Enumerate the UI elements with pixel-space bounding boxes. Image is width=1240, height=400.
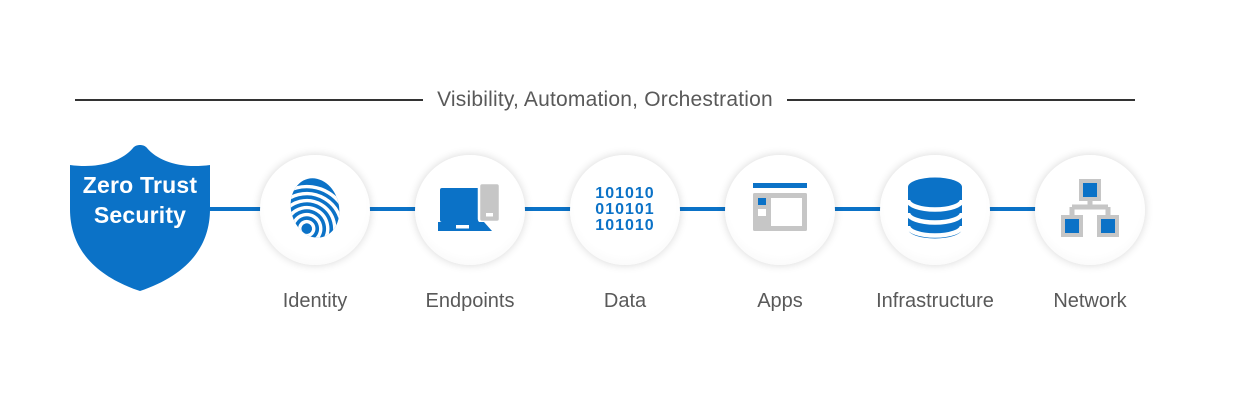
label-identity: Identity	[282, 290, 348, 312]
binary-line-2: 010101	[595, 201, 655, 218]
shield-title: Zero Trust Security	[68, 170, 212, 230]
shield-title-line1: Zero Trust	[82, 172, 198, 198]
label-network: Network	[1053, 290, 1127, 312]
node-endpoints: Endpoints	[415, 155, 525, 312]
divider-line-left	[75, 99, 424, 101]
top-divider: Visibility, Automation, Orchestration	[75, 88, 1135, 112]
node-apps: Apps	[725, 155, 835, 312]
network-topology-icon	[1061, 178, 1119, 242]
node-data: 101010 010101 101010 Data	[570, 155, 680, 312]
network-circle	[1035, 155, 1145, 265]
label-infrastructure: Infrastructure	[876, 290, 994, 312]
infrastructure-circle	[880, 155, 990, 265]
shield-title-line2: Security	[93, 202, 187, 228]
zero-trust-shield: Zero Trust Security	[68, 137, 212, 293]
node-infrastructure: Infrastructure	[876, 155, 994, 312]
app-window-icon	[750, 182, 810, 238]
data-circle: 101010 010101 101010	[570, 155, 680, 265]
label-apps: Apps	[757, 290, 803, 312]
divider-title: Visibility, Automation, Orchestration	[437, 88, 773, 111]
node-network: Network	[1035, 155, 1145, 312]
node-identity: Identity	[260, 155, 370, 312]
database-icon	[905, 177, 965, 244]
apps-circle	[725, 155, 835, 265]
identity-circle	[260, 155, 370, 265]
fingerprint-icon	[284, 176, 346, 245]
devices-icon	[438, 181, 502, 239]
label-endpoints: Endpoints	[425, 290, 515, 312]
binary-line-3: 101010	[595, 217, 655, 234]
binary-code-icon: 101010 010101 101010	[595, 186, 654, 234]
binary-line-1: 101010	[595, 185, 655, 202]
label-data: Data	[603, 290, 647, 312]
endpoints-circle	[415, 155, 525, 265]
divider-line-right	[786, 99, 1135, 101]
